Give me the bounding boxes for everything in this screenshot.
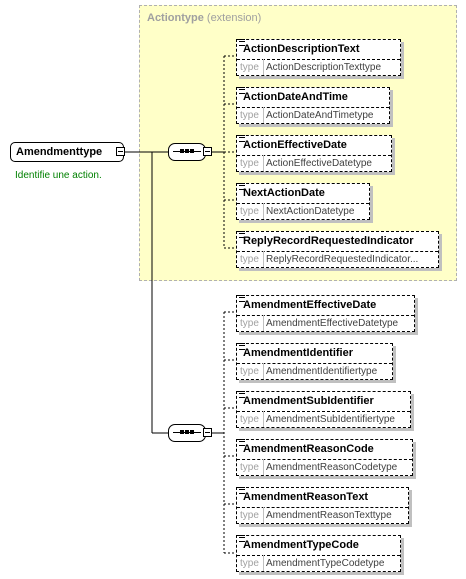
element-box[interactable]: AmendmentEffectiveDate type AmendmentEff… [236,295,415,332]
element-type: AmendmentSubIdentifiertype [266,414,395,425]
sequence-compositor-extension[interactable] [168,143,206,161]
element-name: AmendmentSubIdentifier [243,395,374,407]
element-box[interactable]: ReplyRecordRequestedIndicator type Reply… [236,231,439,268]
element-name: NextActionDate [243,187,325,199]
element-box[interactable]: ActionEffectiveDate type ActionEffective… [236,135,392,172]
element-box[interactable]: ActionDateAndTime type ActionDateAndTime… [236,87,390,124]
type-label: type [240,414,259,425]
element-name: AmendmentReasonCode [243,443,374,455]
element-name: AmendmentTypeCode [243,539,359,551]
element-box[interactable]: AmendmentIdentifier type AmendmentIdenti… [236,343,393,380]
extension-title: Actiontype (extension) [147,12,262,24]
element-type: ActionDescriptionTexttype [266,62,382,73]
type-label: type [240,462,259,473]
type-label: type [240,110,259,121]
root-collapse-toggle[interactable] [116,147,125,156]
element-type: AmendmentReasonCodetype [266,462,398,473]
root-documentation: Identifie une action. [15,170,102,181]
element-name: AmendmentReasonText [243,491,369,503]
element-box[interactable]: AmendmentReasonCode type AmendmentReason… [236,439,413,476]
sequence-collapse-toggle[interactable] [203,147,212,156]
element-box[interactable]: ActionDescriptionText type ActionDescrip… [236,39,401,76]
type-label: type [240,158,259,169]
element-box[interactable]: AmendmentSubIdentifier type AmendmentSub… [236,391,411,428]
element-shadows [239,42,442,575]
type-label: type [240,510,259,521]
type-label: type [240,558,259,569]
root-element-box[interactable]: Amendmenttype [10,142,124,162]
element-name: AmendmentIdentifier [243,347,354,359]
type-label: type [240,318,259,329]
element-type: AmendmentTypeCodetype [266,558,385,569]
sequence-compositor-own[interactable] [168,424,206,442]
element-name: ActionEffectiveDate [243,139,347,151]
sequence-collapse-toggle[interactable] [203,428,212,437]
element-type: NextActionDatetype [266,206,355,217]
element-name: ActionDateAndTime [243,91,348,103]
element-type: ActionEffectiveDatetype [266,158,372,169]
element-box[interactable]: AmendmentTypeCode type AmendmentTypeCode… [236,535,401,572]
type-label: type [240,366,259,377]
type-label: type [240,254,259,265]
element-box[interactable]: NextActionDate type NextActionDatetype [236,183,370,220]
element-type: ActionDateAndTimetype [266,110,374,121]
element-name: AmendmentEffectiveDate [243,299,377,311]
element-type: ReplyRecordRequestedIndicator... [266,254,419,265]
type-label: type [240,62,259,73]
type-label: type [240,206,259,217]
element-type: AmendmentIdentifiertype [266,366,378,377]
element-box[interactable]: AmendmentReasonText type AmendmentReason… [236,487,409,524]
element-name: ActionDescriptionText [243,43,360,55]
root-element-name: Amendmenttype [16,146,103,158]
element-name: ReplyRecordRequestedIndicator [243,235,414,247]
element-type: AmendmentReasonTexttype [266,510,392,521]
element-type: AmendmentEffectiveDatetype [266,318,399,329]
